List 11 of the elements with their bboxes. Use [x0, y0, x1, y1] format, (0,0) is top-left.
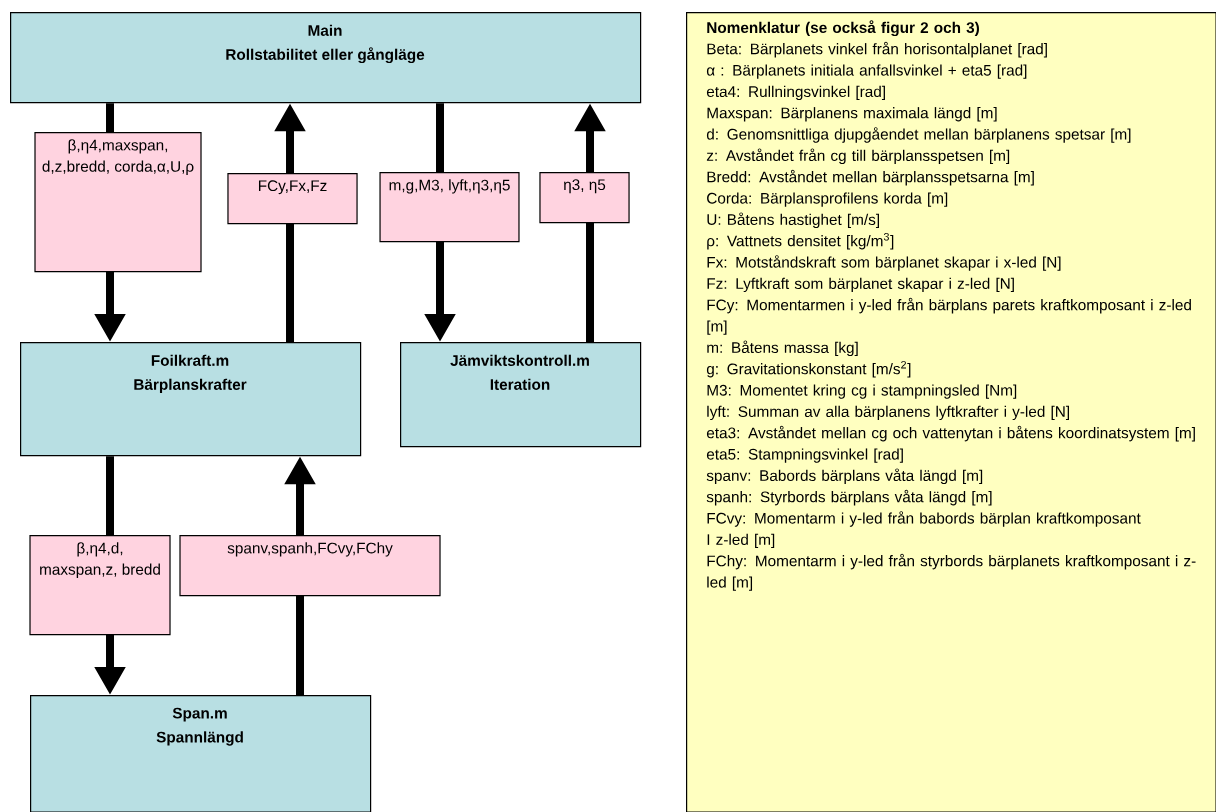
nomenclature-box: Nomenklatur (se också figur 2 och 3) Beta: Bärplanets vinkel från horisontalplanet [rad] α : Bärplanets initiala anfallsvinkel + eta5 [rad] eta4: Rullningsvinkel [rad] Maxspan: Bärplanens maximala längd [m] d: Genomsnittliga djupgåendet mellan bärplanens spetsar [m] z: Avståndet från cg till bärplansspetsen [m] Bredd: Avståndet mellan bärplansspetsarna [m] Corda: Bärplansprofilens korda [m] U: Båtens hastighet [m/s] ρ: Vattnets densitet [kg/m$^{3}$] Fx: Motståndskraft som bärplanet skapar i x-led [N] Fz: Lyftkraft som bärplanet skapar i z-led [N] FCy: Momentarmen i y-led från bärplans parets kraftkomposant i z-led [m] m: Båtens massa [kg] g: Gravitationskonstant [m/s$^{2}$] M3: Momentet kring cg i stampningsled [Nm] lyft: Summan av alla bärplanens lyftkrafter i y-led [N] eta3: Avståndet mellan cg och vattenytan i båtens koordinatsystem [m] eta5: Stampningsvinkel [rad] spanv: Babords bärplans våta längd [m] spanh: Styrbords bärplans våta längd [m] FCvy: Momentarm i y-led från babords bärplan kraftkomposant I z-led [m] FChy: Momentarm i y-led från styrbords bärplanets kraftkomposant i z-led [m]: [686, 12, 1216, 812]
process-box: Jämviktskontroll.m Iteration: [400, 342, 642, 448]
edge-label: β,η4,maxspan, d,z,bredd, corda,α,U,ρ: [34, 132, 202, 273]
edge-label: FCy,Fx,Fz: [227, 173, 358, 225]
process-box: Span.m Spannlängd: [30, 695, 372, 812]
edge-label: η3, η5: [539, 172, 630, 224]
edge-label: spanv,spanh,FCvy,FChy: [179, 535, 441, 597]
process-box: Foilkraft.m Bärplanskrafter: [20, 342, 362, 457]
process-box: Main Rollstabilitet eller gångläge: [10, 12, 642, 104]
edge-label: β,η4,d, maxspan,z, bredd: [29, 535, 171, 636]
edge-label: m,g,M3, lyft,η3,η5: [379, 172, 520, 243]
